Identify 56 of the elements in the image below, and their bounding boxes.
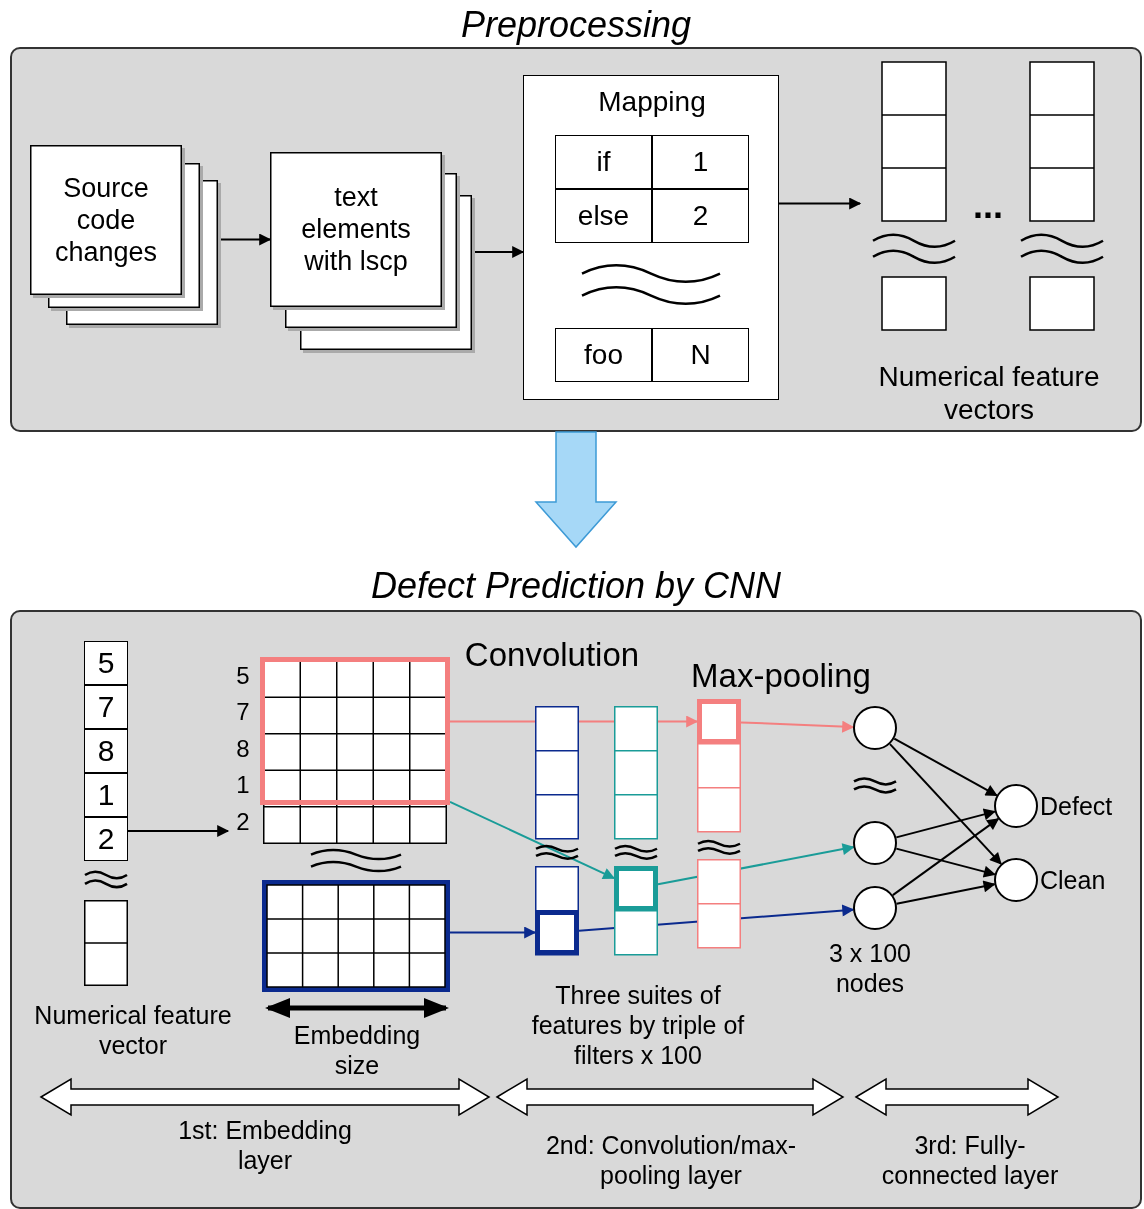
caption: Three suites of features by triple of filters x 100	[530, 980, 746, 1070]
table-cell: else	[555, 189, 652, 243]
arrow	[740, 720, 855, 733]
arrow	[127, 825, 230, 837]
arrow	[449, 800, 616, 880]
row-label: 8	[235, 734, 251, 764]
table-cell: if	[555, 135, 652, 189]
max-pooled-cell	[535, 910, 579, 955]
arrow	[449, 926, 537, 939]
table-cell: foo	[555, 328, 652, 382]
table-cell: 1	[652, 135, 749, 189]
table-title: Mapping	[597, 85, 707, 119]
caption: 3 x 100 nodes	[828, 938, 912, 998]
max-pooled-cell	[697, 699, 741, 744]
row-label: 7	[235, 698, 251, 727]
dimension-label: Embedding size	[292, 1020, 422, 1080]
arrow	[895, 808, 996, 839]
block-arrow	[534, 431, 618, 549]
arrow	[889, 743, 1002, 865]
filter-highlight	[260, 657, 450, 805]
ellipsis: ...	[972, 183, 1004, 227]
table-cell: 2	[652, 189, 749, 243]
vector-cell: 5	[84, 641, 128, 685]
arrow	[778, 197, 862, 210]
arrow	[891, 817, 1000, 897]
arrow	[449, 715, 699, 728]
max-pooled-cell	[614, 866, 658, 911]
output-label: Defect	[1040, 791, 1113, 822]
arrow	[895, 880, 996, 905]
panel-title: Preprocessing	[459, 2, 693, 46]
filter-matrix	[262, 880, 450, 992]
row-label: 1	[235, 771, 251, 800]
arrow	[578, 904, 855, 932]
vector-cell: 1	[84, 773, 128, 817]
mapping-table-box	[523, 75, 779, 400]
arrow	[893, 737, 998, 797]
vector-cell: 2	[84, 817, 128, 861]
layer-label: 1st: Embedding layer	[177, 1115, 353, 1175]
layer-label: 3rd: Fully-connected layer	[880, 1130, 1060, 1190]
arrow	[895, 847, 996, 878]
document-label: Source code changes	[53, 171, 159, 269]
panel-title: Defect Prediction by CNN	[369, 563, 783, 607]
row-label: 2	[235, 807, 251, 837]
node-label: Numerical feature vector	[33, 1000, 233, 1060]
layer-label: 2nd: Convolution/max-pooling layer	[544, 1130, 798, 1190]
document-label: text elements with lscp	[300, 180, 412, 278]
arrow	[219, 233, 272, 246]
output-label: Clean	[1040, 865, 1106, 896]
section-heading: Max-pooling	[690, 656, 872, 696]
row-label: 5	[235, 661, 251, 691]
vector-cell: 7	[84, 685, 128, 729]
node-label: Numerical feature vectors	[877, 359, 1101, 427]
vector-cell: 8	[84, 729, 128, 773]
table-cell: N	[652, 328, 749, 382]
arrow	[657, 843, 855, 886]
section-heading: Convolution	[463, 635, 641, 675]
